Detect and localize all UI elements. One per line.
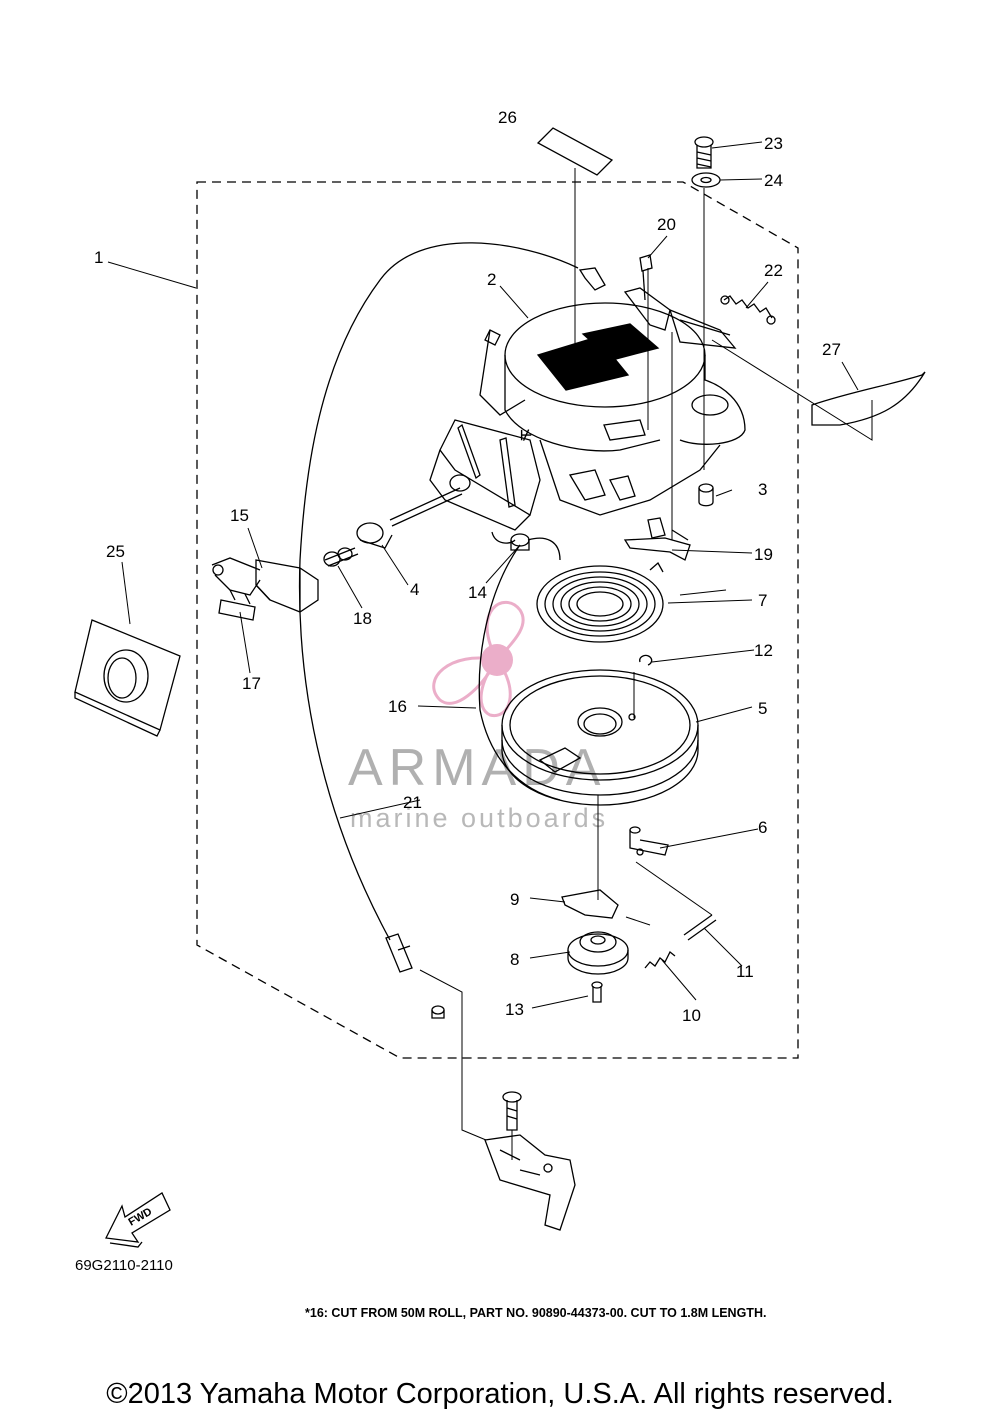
part-6-pawl	[629, 826, 669, 856]
part-26-label-sticker	[536, 127, 614, 176]
part-15-holder	[211, 557, 319, 613]
callout-17: 17	[242, 674, 261, 693]
part-20-pin	[639, 254, 653, 301]
svg-text:⊬: ⊬	[520, 427, 532, 443]
part-10-spring	[644, 950, 676, 969]
callout-22: 22	[764, 261, 783, 280]
callout-14: 14	[468, 583, 487, 602]
callout-5: 5	[758, 699, 767, 718]
part-11-spring	[683, 914, 717, 941]
callout-18: 18	[353, 609, 372, 628]
copyright-notice: ©2013 Yamaha Motor Corporation, U.S.A. A…	[106, 1378, 894, 1410]
part-3-collar	[698, 483, 714, 507]
part-27-decal	[811, 371, 926, 426]
callout-11: 11	[736, 962, 754, 981]
callout-13: 13	[505, 1000, 524, 1019]
callout-26: 26	[498, 108, 517, 127]
part-9-plate	[561, 889, 619, 919]
callout-12: 12	[754, 641, 773, 660]
callout-24: 24	[764, 171, 783, 190]
callout-20: 20	[657, 215, 676, 234]
part-7-spiral-spring	[536, 561, 664, 643]
callout-25: 25	[106, 542, 125, 561]
part-12-clip	[639, 654, 653, 666]
part-16-starter-rope	[478, 544, 561, 801]
callout-9: 9	[510, 890, 519, 909]
part-24-washer	[691, 172, 721, 188]
part-drawings: ⊬	[74, 127, 926, 1231]
part-23-bolt	[694, 136, 714, 169]
fwd-arrow-icon: FWD	[105, 1192, 171, 1248]
watermark-subtitle: marine outboards	[350, 803, 608, 833]
callout-4: 4	[410, 580, 419, 599]
diagram-code: 69G2110-2110	[75, 1257, 173, 1274]
callout-6: 6	[758, 818, 767, 837]
footnote: *16: CUT FROM 50M ROLL, PART NO. 90890-4…	[305, 1306, 767, 1320]
starter-lock-bracket	[623, 287, 737, 349]
part-4-rod	[356, 474, 471, 549]
part-14-clamp	[491, 531, 561, 561]
callout-2: 2	[487, 270, 496, 289]
callout-8: 8	[510, 950, 519, 969]
assembly-boundary	[196, 181, 799, 1059]
cable-clip	[578, 267, 606, 291]
callout-19: 19	[754, 545, 773, 564]
callout-7: 7	[758, 591, 767, 610]
part-21-cable	[298, 242, 579, 941]
callout-15: 15	[230, 506, 249, 525]
throttle-bracket	[484, 1091, 576, 1231]
callout-10: 10	[682, 1006, 701, 1025]
callout-3: 3	[758, 480, 767, 499]
part-2-starter-case: ⊬	[429, 302, 746, 531]
callout-16: 16	[388, 697, 407, 716]
part-8-drive-plate	[567, 931, 629, 975]
part-25-grommet	[74, 619, 181, 737]
part-17-bracket	[218, 589, 256, 621]
part-13-screw	[591, 981, 603, 1003]
callout-21: 21	[403, 793, 422, 812]
part-19-lever	[623, 517, 691, 561]
callout-23: 23	[764, 134, 783, 153]
callout-27: 27	[822, 340, 841, 359]
watermark-title: ARMADA	[348, 739, 606, 797]
part-22-spring	[720, 295, 776, 325]
part-18-cable-end	[323, 547, 359, 567]
callout-1: 1	[94, 248, 103, 267]
watermark-propeller-icon	[432, 600, 525, 717]
cable-end-fitting	[385, 933, 445, 1019]
leader-lines	[107, 141, 873, 1160]
callout-numbers: 1 2 3 4 5 6 7 8 9 10 11 12 13 14 15 16 1…	[94, 108, 841, 1025]
